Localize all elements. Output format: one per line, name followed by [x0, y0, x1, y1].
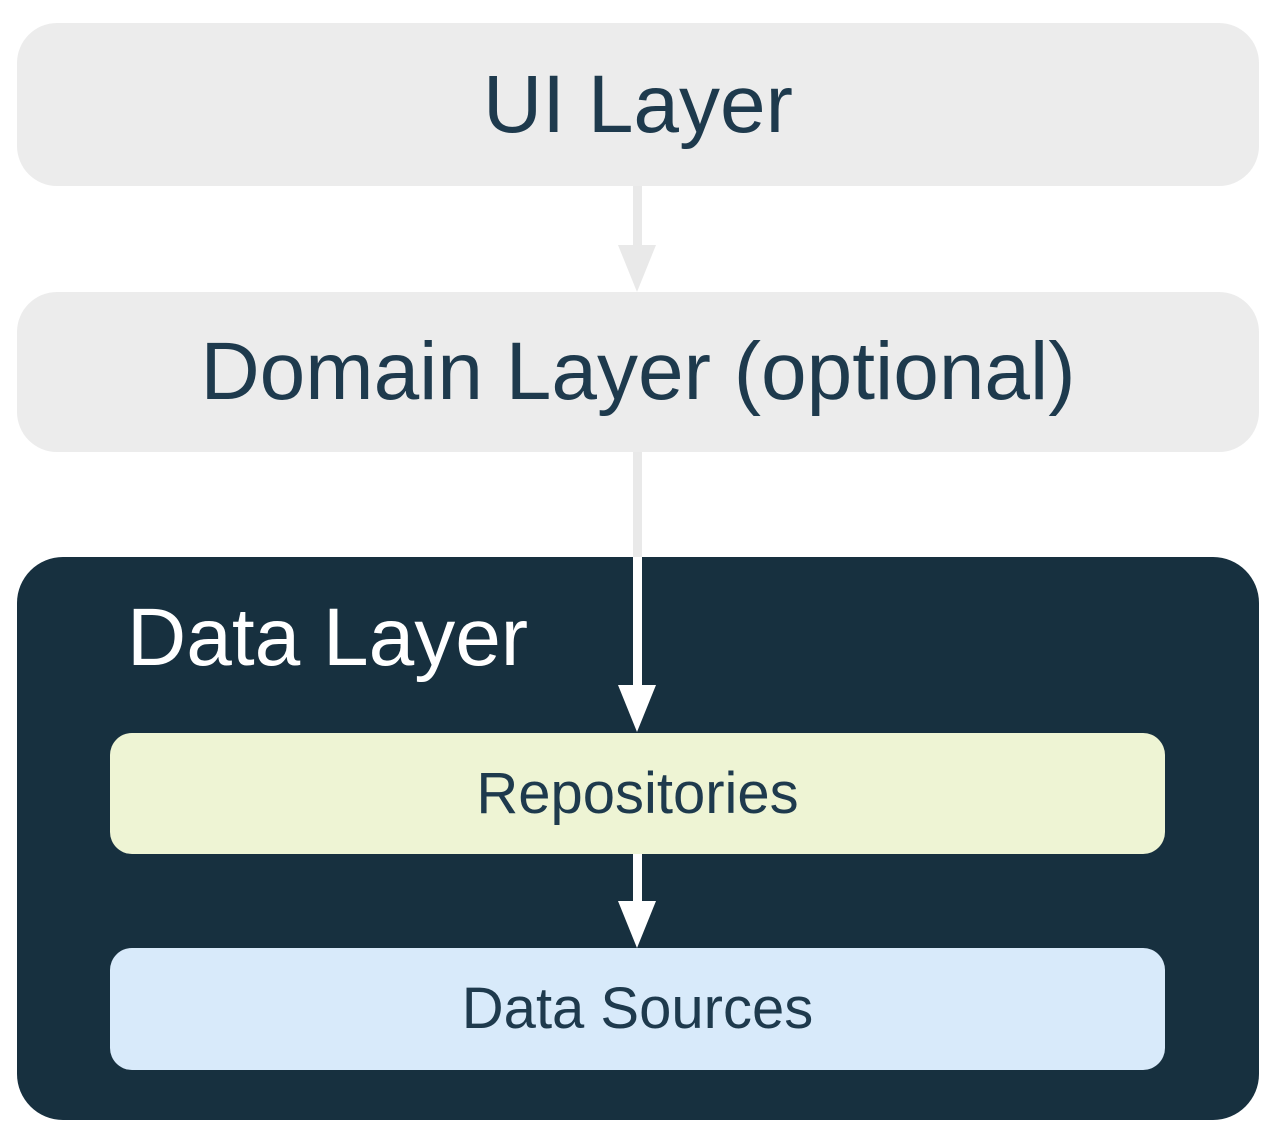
arrow-repositories-to-data-sources-shaft [633, 854, 642, 902]
arrow-ui-to-domain-shaft [633, 186, 642, 246]
domain-layer-label: Domain Layer (optional) [200, 326, 1076, 417]
repositories-label: Repositories [476, 760, 799, 826]
data-layer-label: Data Layer [127, 592, 529, 683]
domain-layer-box: Domain Layer (optional) [17, 292, 1259, 452]
arrow-domain-to-repositories-head [618, 685, 656, 732]
data-sources-box: Data Sources [110, 948, 1165, 1070]
ui-layer-box: UI Layer [17, 23, 1259, 186]
arrow-domain-to-repositories-shaft-upper [633, 452, 642, 557]
arrow-ui-to-domain-head [618, 245, 656, 292]
ui-layer-label: UI Layer [483, 58, 793, 150]
arrow-repositories-to-data-sources-head [618, 901, 656, 948]
data-sources-label: Data Sources [461, 976, 814, 1041]
repositories-box: Repositories [110, 733, 1165, 854]
arrow-domain-to-repositories-shaft-lower [633, 557, 642, 686]
